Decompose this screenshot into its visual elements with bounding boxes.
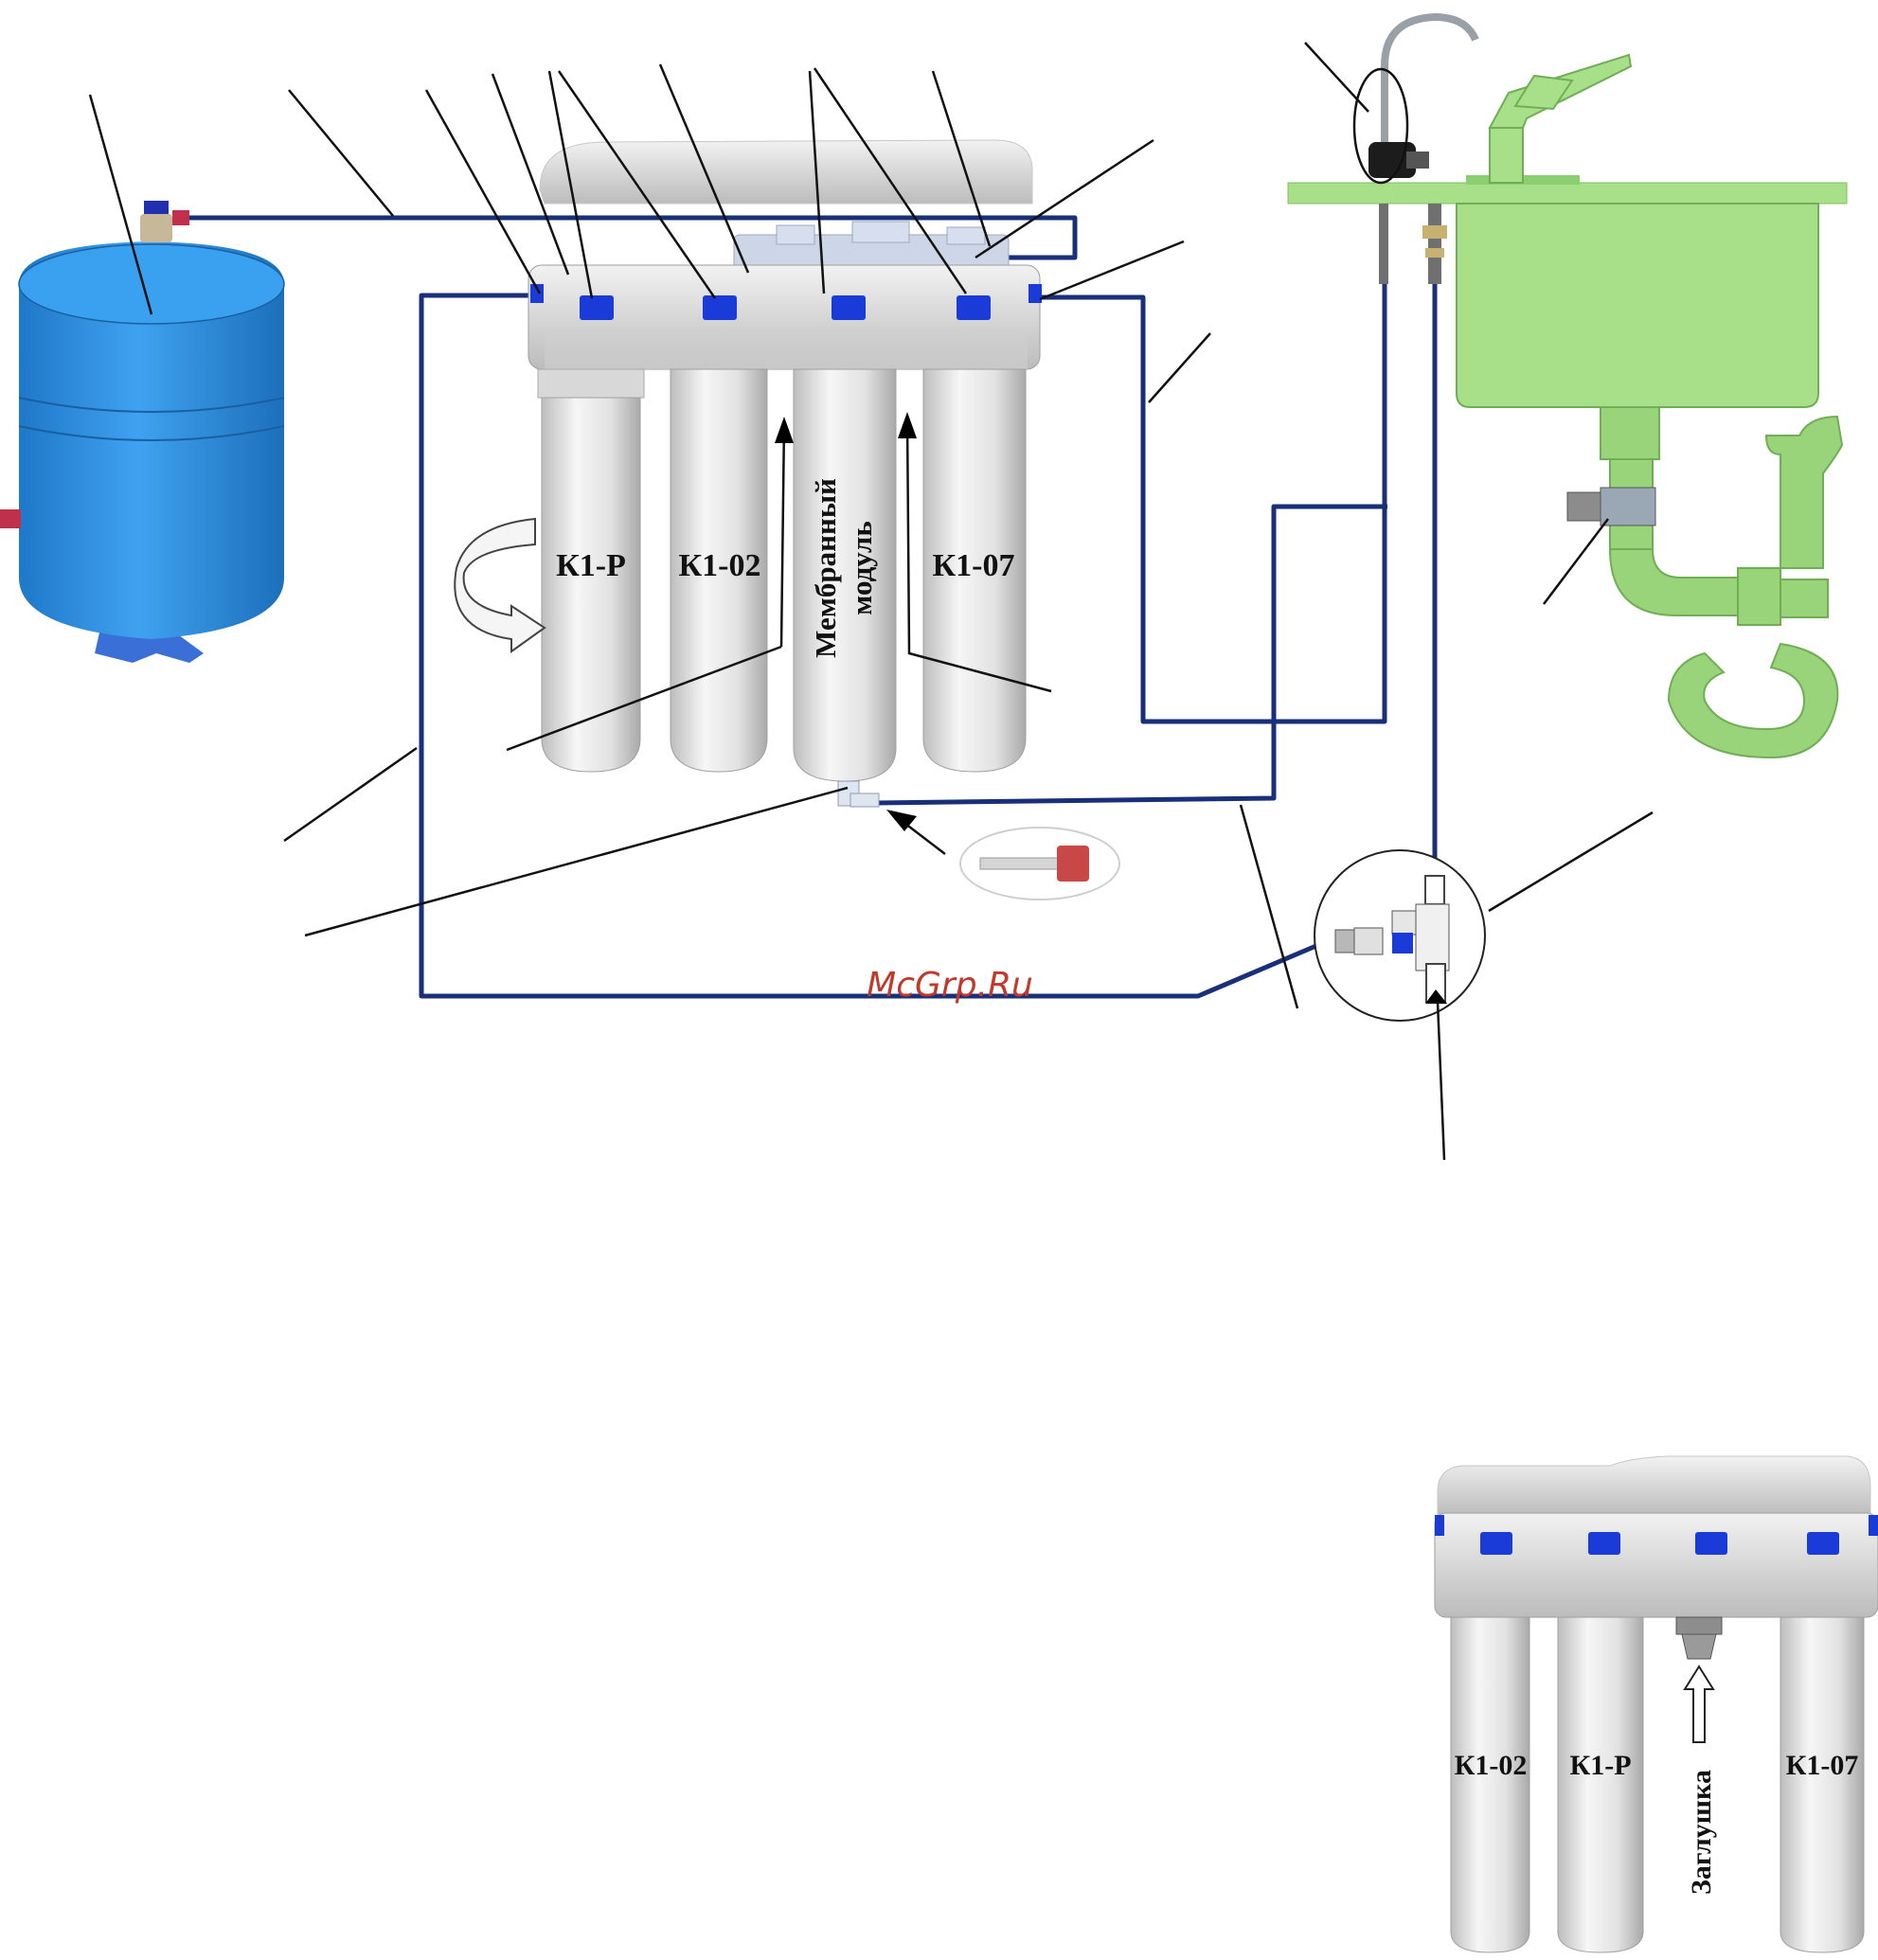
sink-basin	[1456, 203, 1819, 408]
leader-lines	[88, 42, 1654, 1161]
sink-area	[1287, 12, 1848, 759]
mixer-tap	[1488, 53, 1633, 184]
inset-label-k1p: К1-Р	[1569, 1750, 1631, 1781]
blue-cap-1	[580, 295, 614, 320]
inset-label-plug: Заглушка	[1686, 1770, 1717, 1895]
inset-label-k107: К1-07	[1786, 1750, 1859, 1781]
countertop	[1287, 182, 1848, 205]
filter-module: К1-Р К1-02 К1-07 Мембранный модуль	[454, 139, 1120, 900]
inset-module: К1-02 К1-Р К1-07 Заглушка	[1434, 1455, 1878, 1953]
tank-valve	[140, 201, 189, 242]
label-membrane-line2: модуль	[845, 521, 878, 615]
supply-stems	[1379, 204, 1447, 284]
plug-arrow-icon	[1683, 1665, 1715, 1743]
label-k107: К1-07	[933, 548, 1015, 583]
housing-k1p	[537, 368, 645, 773]
drain-clamp	[1566, 487, 1656, 526]
housing-k107	[922, 368, 1027, 773]
tubing	[189, 215, 1438, 999]
feed-water-connector	[1314, 849, 1486, 1022]
label-k1p: К1-Р	[556, 548, 626, 583]
blue-cap-2	[703, 295, 737, 320]
blue-cap-4	[957, 295, 991, 320]
drain-fitting	[837, 780, 880, 808]
label-k102: К1-02	[679, 548, 761, 583]
storage-tank	[0, 201, 285, 663]
arrowheads	[775, 412, 917, 831]
watermark: McGrp.Ru	[867, 966, 1033, 1005]
flow-restrictor	[959, 827, 1120, 900]
rotation-arrow-icon	[454, 517, 546, 653]
housing-k102	[670, 368, 768, 773]
ro-faucet	[1368, 12, 1479, 178]
valve-block	[733, 221, 1010, 270]
blue-cap-3	[832, 295, 866, 320]
label-membrane-line1: Мембранный	[809, 478, 842, 658]
drain-pipes	[1600, 406, 1844, 759]
plug-icon	[1675, 1616, 1723, 1660]
top-cover	[539, 139, 1033, 205]
inset-label-k102: К1-02	[1455, 1750, 1528, 1781]
